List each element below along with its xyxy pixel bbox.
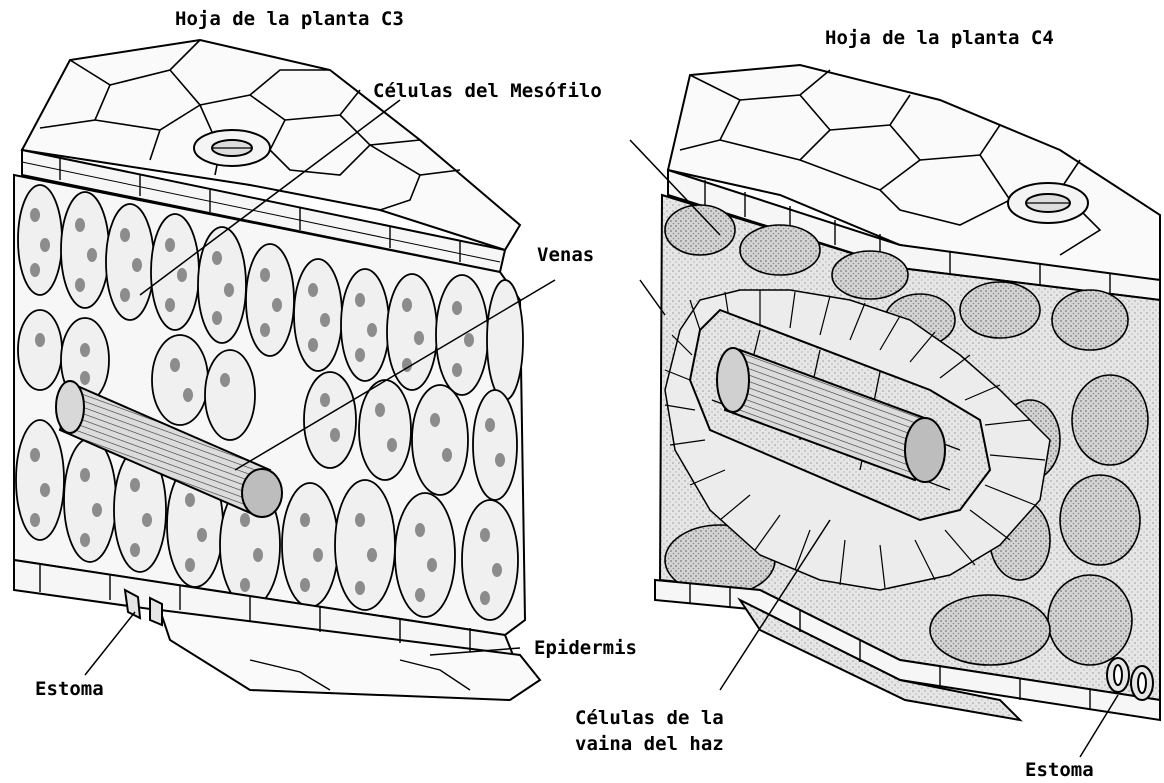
label-veins: Venas	[537, 242, 594, 268]
label-stoma-c4: Estoma	[1025, 757, 1094, 783]
label-bundle-sheath-line2: vaina del haz	[575, 731, 724, 757]
title-c4-leaf: Hoja de la planta C4	[825, 25, 1054, 51]
title-c3-leaf: Hoja de la planta C3	[175, 6, 404, 32]
label-mesophyll-cells: Células del Mesófilo	[373, 78, 602, 104]
label-stoma-c3: Estoma	[35, 676, 104, 702]
leader-stoma-left	[85, 612, 135, 675]
label-bundle-sheath-line1: Células de la	[575, 705, 724, 731]
label-epidermis: Epidermis	[534, 635, 637, 661]
